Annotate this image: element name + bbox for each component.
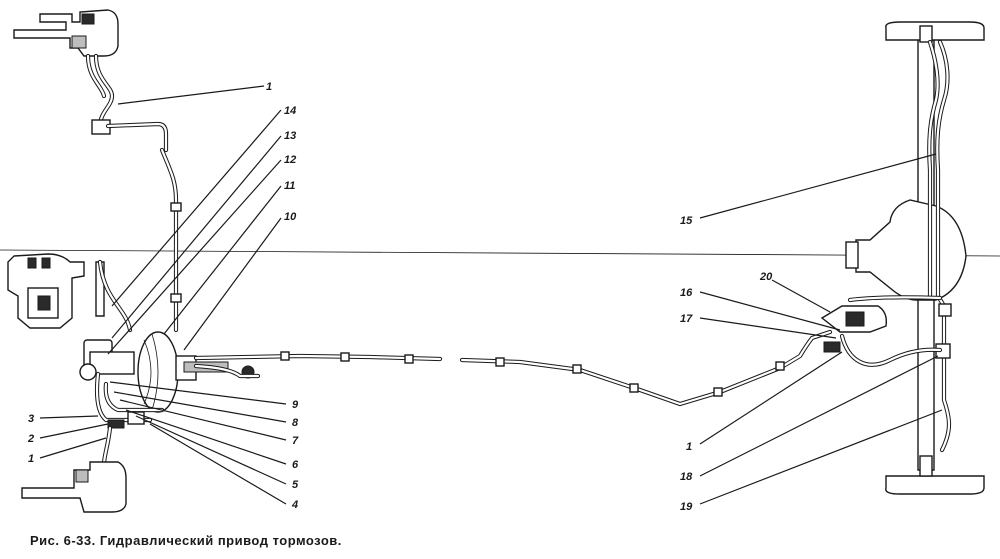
front-brake-line <box>159 147 182 333</box>
rear-axle <box>845 21 985 495</box>
figure-caption: Рис. 6-33. Гидравлический привод тормозо… <box>30 533 342 548</box>
leader-lines <box>39 85 943 505</box>
callout-13: 13 <box>284 130 296 142</box>
axle-centerline <box>0 249 1000 257</box>
callout-20: 20 <box>759 271 773 283</box>
callout-2: 2 <box>27 433 34 445</box>
callout-19: 19 <box>680 501 693 513</box>
steering-bracket <box>7 253 105 329</box>
top-brake-hose <box>85 53 169 153</box>
callout-6: 6 <box>292 459 299 471</box>
callout-16: 16 <box>680 287 693 299</box>
callout-11: 11 <box>284 180 295 192</box>
pressure-regulator <box>820 305 888 353</box>
callout-18: 18 <box>680 471 693 483</box>
rear-axle-tubes <box>839 39 952 453</box>
callout-8: 8 <box>292 417 299 429</box>
callout-1-right: 1 <box>686 441 692 453</box>
lower-hoses <box>94 371 165 467</box>
callout-4: 4 <box>291 499 298 511</box>
callout-17: 17 <box>680 313 693 325</box>
callout-5: 5 <box>292 479 299 491</box>
callout-7: 7 <box>292 435 299 447</box>
front-left-top-brake <box>13 9 119 57</box>
callout-15: 15 <box>680 215 693 227</box>
callout-10: 10 <box>284 211 297 223</box>
callout-12: 12 <box>284 154 296 166</box>
callout-14: 14 <box>284 105 296 117</box>
callout-9: 9 <box>292 399 299 411</box>
master-cylinder-booster <box>79 259 443 413</box>
callout-1-top: 1 <box>266 81 272 93</box>
callout-3: 3 <box>28 413 34 425</box>
front-left-bottom-brake <box>21 461 127 513</box>
rear-brake-line <box>459 329 833 407</box>
callout-1-left: 1 <box>28 453 34 465</box>
callout-labels: 1 14 13 12 11 10 9 8 7 6 5 4 3 2 1 15 20… <box>27 81 773 513</box>
